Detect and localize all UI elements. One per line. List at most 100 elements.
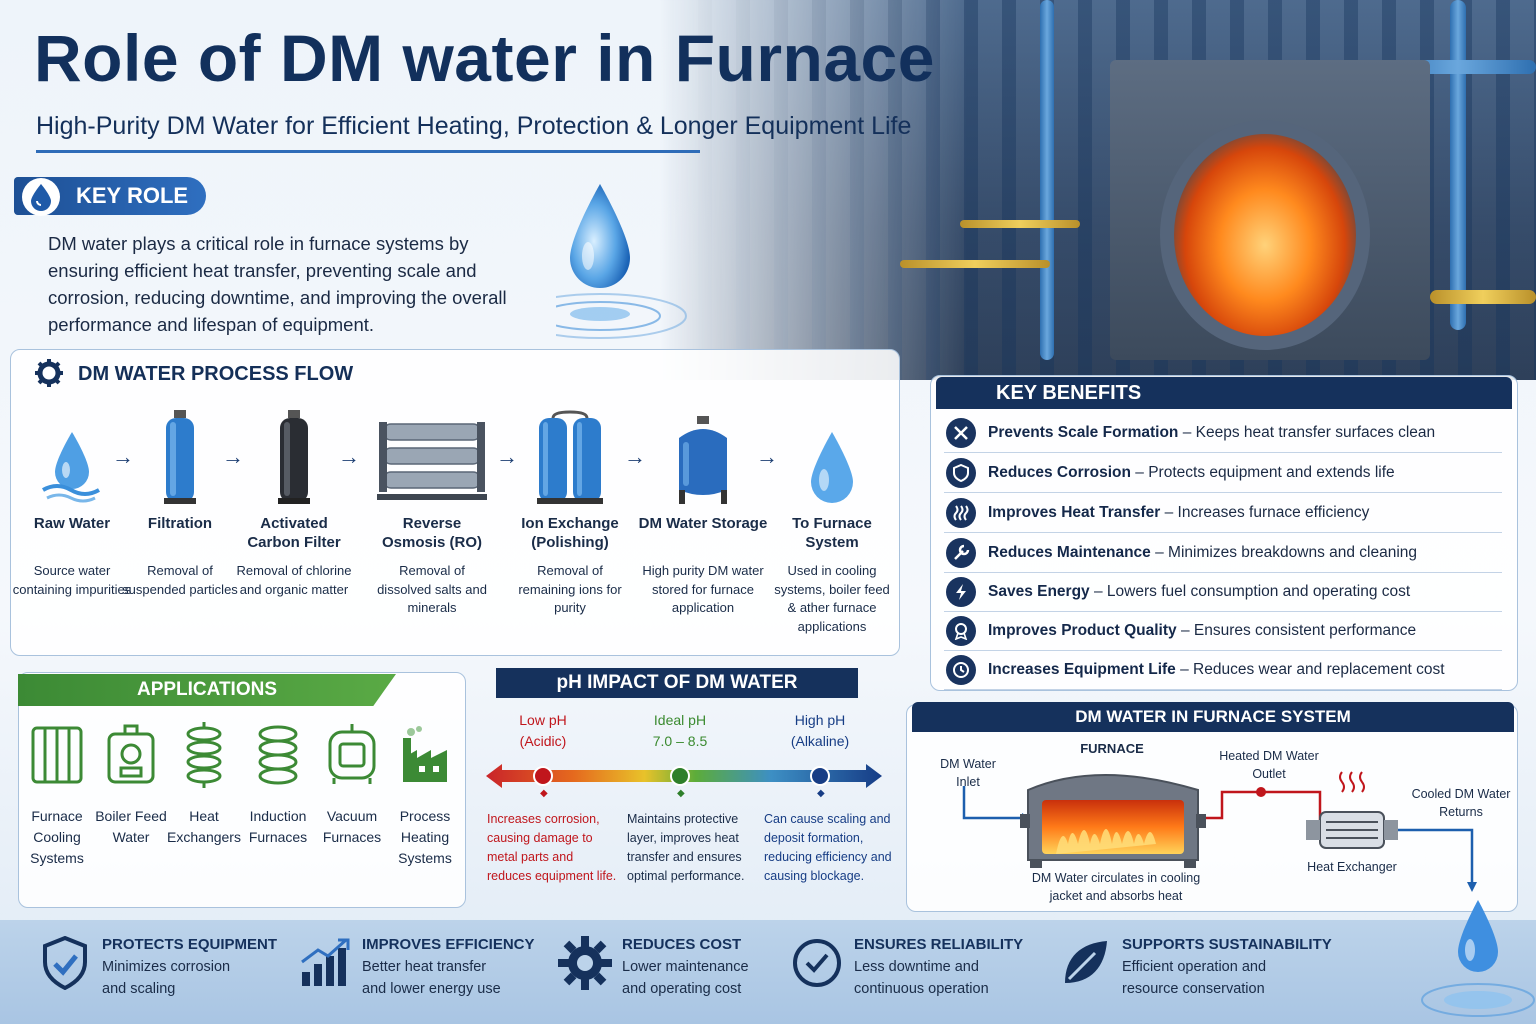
benefit-row: Improves Heat Transfer – Increases furna…: [944, 494, 1502, 533]
footer-desc: Minimizes corrosion and scaling: [102, 959, 231, 997]
cooled-water-return-label: Cooled DM Water Returns: [1411, 787, 1511, 819]
ph-scale-arrow: [486, 762, 882, 795]
application-item: Process Heating Systems: [388, 720, 462, 869]
ph-high-label: High pH (Alkaline): [780, 710, 860, 752]
boiler-icon: [94, 720, 168, 790]
application-label: Boiler Feed Water: [95, 808, 167, 845]
ph-heading: pH IMPACT OF DM WATER: [496, 668, 858, 698]
footer-desc: Better heat transfer and lower energy us…: [362, 959, 501, 997]
benefit-row: Increases Equipment Life – Reduces wear …: [944, 651, 1502, 690]
step-description: Source water containing impurities: [12, 563, 132, 597]
step-description: High purity DM water stored for furnace …: [642, 563, 764, 615]
process-flow-panel: [10, 349, 900, 656]
ion-exchange-icon: [510, 400, 630, 506]
step-name: Ion Exchange (Polishing): [521, 515, 619, 551]
growth-chart-icon: [296, 934, 354, 992]
key-benefits-panel: [930, 375, 1518, 691]
footer-title: REDUCES COST: [622, 936, 742, 953]
benefit-desc: – Keeps heat transfer surfaces clean: [1182, 424, 1436, 441]
process-step-raw-water: Raw Water Source water containing impuri…: [12, 400, 132, 599]
step-name: Raw Water: [33, 515, 111, 532]
process-step-ion-exchange: Ion Exchange (Polishing) Removal of rema…: [510, 400, 630, 618]
step-name: Filtration: [147, 515, 213, 532]
application-item: Heat Exchangers: [167, 720, 241, 848]
benefit-desc: – Increases furnace efficiency: [1164, 504, 1370, 521]
footer-desc: Efficient operation and resource conserv…: [1122, 959, 1267, 997]
benefit-title: Reduces Maintenance: [988, 544, 1151, 561]
ph-high-desc: Can cause scaling and deposit formation,…: [764, 812, 892, 883]
footer-title: IMPROVES EFFICIENCY: [362, 936, 535, 953]
filter-vessel-icon: [120, 400, 240, 506]
applications-heading: APPLICATIONS: [18, 674, 396, 706]
step-description: Removal of suspended particles: [122, 563, 238, 597]
application-label: Induction Furnaces: [248, 808, 308, 845]
yellow-rail: [960, 220, 1080, 228]
heated-water-outlet-label: Heated DM Water Outlet: [1219, 749, 1319, 781]
arrow-right-icon: →: [496, 444, 518, 469]
storage-tank-icon: [636, 400, 770, 506]
benefit-desc: – Protects equipment and extends life: [1135, 464, 1395, 481]
step-name: DM Water Storage: [638, 515, 768, 532]
footer-title: SUPPORTS SUSTAINABILITY: [1122, 936, 1332, 953]
page-title: Role of DM water in Furnace: [34, 21, 935, 95]
lightning-icon: [946, 577, 976, 607]
wrench-icon: [946, 538, 976, 568]
step-name: Reverse Osmosis (RO): [381, 515, 483, 551]
ph-high-tick: ◆: [817, 788, 825, 799]
ph-ideal-desc: Maintains protective layer, improves hea…: [627, 812, 745, 883]
application-item: Furnace Cooling Systems: [20, 720, 94, 869]
heat-waves-icon: [946, 498, 976, 528]
benefit-desc: – Reduces wear and replacement cost: [1180, 661, 1445, 678]
water-drop-icon: [772, 400, 892, 506]
process-step-activated-carbon: Activated Carbon Filter Removal of chlor…: [234, 400, 354, 599]
ro-membrane-icon: [372, 400, 492, 506]
arrow-right-icon: →: [338, 444, 360, 469]
footer-desc: Lower maintenance and operating cost: [622, 959, 749, 997]
ph-low-label: Low pH (Acidic): [503, 710, 583, 752]
furnace-system-heading: DM WATER IN FURNACE SYSTEM: [912, 702, 1514, 732]
benefit-row: Reduces Maintenance – Minimizes breakdow…: [944, 534, 1502, 573]
process-flow-heading: DM WATER PROCESS FLOW: [78, 363, 354, 385]
water-drop-splash-icon: [1420, 896, 1536, 1024]
leaf-icon: [1056, 934, 1114, 992]
yellow-rail: [900, 260, 1050, 268]
step-description: Used in cooling systems, boiler feed & a…: [774, 563, 890, 634]
ph-low-tick: ◆: [540, 788, 548, 799]
page-subtitle: High-Purity DM Water for Efficient Heati…: [36, 112, 912, 140]
award-icon: [946, 616, 976, 646]
shield-icon: [946, 458, 976, 488]
application-label: Process Heating Systems: [398, 808, 452, 866]
arrow-right-icon: →: [112, 444, 134, 469]
benefit-title: Improves Product Quality: [988, 622, 1177, 639]
process-step-dm-storage: DM Water Storage High purity DM water st…: [636, 400, 770, 618]
yellow-pipe: [1430, 290, 1536, 304]
application-label: Furnace Cooling Systems: [30, 808, 84, 866]
ph-low-sub: (Acidic): [519, 733, 567, 749]
benefit-row: Saves Energy – Lowers fuel consumption a…: [944, 573, 1502, 612]
step-name: To Furnace System: [792, 515, 872, 551]
induction-coil-icon: [241, 720, 315, 790]
ph-low-title: Low pH: [519, 712, 567, 728]
factory-icon: [388, 720, 462, 790]
ph-ideal-sub: 7.0 – 8.5: [652, 733, 708, 749]
ph-ideal-label: Ideal pH 7.0 – 8.5: [640, 710, 720, 752]
subtitle-divider: [36, 150, 700, 153]
blue-pipe: [1040, 0, 1054, 360]
furnace-system-panel: [906, 704, 1518, 912]
key-role-text: DM water plays a critical role in furnac…: [48, 233, 507, 335]
ph-high-title: High pH: [794, 712, 846, 728]
footer-item: ENSURES RELIABILITY Less downtime and con…: [788, 934, 1023, 1000]
applications-panel: [18, 672, 466, 908]
footer-title: ENSURES RELIABILITY: [854, 936, 1024, 953]
water-drop-splash-icon: [12, 400, 132, 506]
water-drop-icon: [22, 178, 60, 216]
gear-icon: [556, 934, 614, 992]
footer-desc: Less downtime and continuous operation: [854, 959, 989, 997]
step-description: Removal of chlorine and organic matter: [236, 563, 352, 597]
step-name: Activated Carbon Filter: [247, 515, 341, 551]
application-label: Heat Exchangers: [167, 808, 241, 845]
ph-high-sub: (Alkaline): [790, 733, 850, 749]
process-step-filtration: Filtration Removal of suspended particle…: [120, 400, 240, 599]
tools-icon: [946, 418, 976, 448]
